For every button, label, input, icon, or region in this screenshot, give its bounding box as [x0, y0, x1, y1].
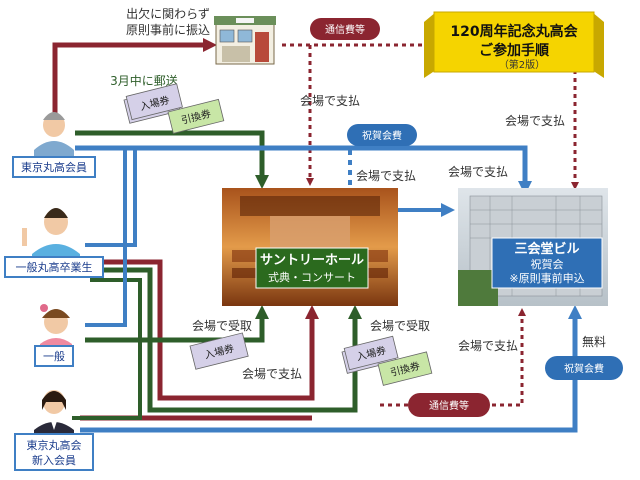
title-line2: ご参加手順 [479, 42, 550, 59]
suntory-name: サントリーホール [260, 253, 364, 268]
comm-fee-pill-bottom: 通信費等 [408, 393, 490, 417]
comm-fee-pill-top: 通信費等 [310, 18, 380, 40]
svg-text:新入会員: 新入会員 [32, 453, 76, 467]
ticket-exchange-top: 引換券 [167, 98, 225, 134]
title-edition: （第2版） [499, 58, 545, 71]
ticket-exchange-right: 引換券 [377, 351, 433, 386]
mail-march-note: 3月中に郵送 [110, 73, 178, 88]
green-ticket-arrows [72, 130, 362, 420]
title-banner: 120周年記念丸高会 ご参加手順 （第2版） [424, 11, 604, 78]
general-label: 一般 [34, 345, 74, 367]
congrats-fee-pill-top: 祝賀会費 [347, 124, 417, 146]
sankaido-note: ※原則事前申込 [509, 271, 584, 285]
pay-at-venue-label-5: 会場で支払 [242, 367, 302, 381]
pay-at-venue-label-3: 会場で支払 [356, 169, 416, 183]
deposit-note-line1: 出欠に関わらず [126, 6, 210, 21]
sankaido-event: 祝賀会 [531, 257, 564, 271]
pay-at-venue-label-4: 会場で支払 [448, 165, 508, 179]
receive-at-venue-label-1: 会場で受取 [192, 319, 252, 333]
svg-text:東京丸高会員: 東京丸高会員 [21, 160, 87, 174]
receive-at-venue-label-2: 会場で受取 [370, 319, 430, 333]
sankaido-building-venue: 三会堂ビル 祝賀会 ※原則事前申込 [458, 188, 608, 306]
pay-at-venue-label-2: 会場で支払 [505, 114, 565, 128]
member-label: 東京丸高会員 [12, 156, 96, 178]
svg-text:通信費等: 通信費等 [325, 23, 365, 36]
svg-text:祝賀会費: 祝賀会費 [362, 129, 402, 142]
deposit-note-line2: 原則事前に振込 [126, 22, 210, 37]
new-member-label: 東京丸高会 新入会員 [14, 433, 94, 471]
sankaido-name: 三会堂ビル [514, 241, 579, 257]
graduate-label: 一般丸高卒業生 [4, 256, 104, 278]
ticket-admission-right: 入場券 [341, 335, 399, 374]
graduate-avatar-icon [22, 208, 80, 258]
general-avatar-icon [40, 304, 72, 348]
new-member-avatar-icon [34, 390, 74, 436]
svg-text:一般丸高卒業生: 一般丸高卒業生 [16, 260, 93, 274]
member-avatar-icon [34, 112, 74, 156]
ticket-admission-mid: 入場券 [189, 332, 249, 370]
svg-text:一般: 一般 [43, 350, 65, 363]
svg-text:東京丸高会: 東京丸高会 [27, 438, 82, 452]
congrats-fee-pill-bottom: 祝賀会費 [545, 356, 623, 380]
suntory-hall-venue: サントリーホール 式典・コンサート [222, 188, 398, 306]
free-label: 無料 [582, 334, 606, 349]
pay-at-venue-label-6: 会場で支払 [458, 339, 518, 353]
bank-icon [214, 16, 276, 65]
ticket-admission-top: 入場券 [123, 83, 183, 124]
suntory-event: 式典・コンサート [268, 270, 356, 284]
svg-text:祝賀会費: 祝賀会費 [564, 362, 604, 375]
title-line1: 120周年記念丸高会 [450, 23, 578, 40]
pay-at-venue-label-1: 会場で支払 [300, 94, 360, 108]
svg-text:通信費等: 通信費等 [429, 399, 469, 412]
